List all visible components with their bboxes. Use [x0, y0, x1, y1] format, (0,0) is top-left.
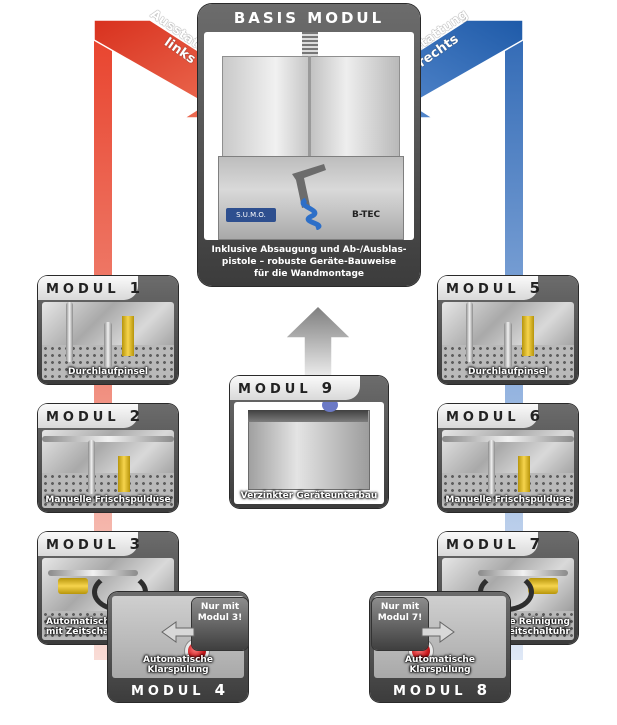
modul-2-caption: Manuelle Frischspüldüse	[45, 495, 171, 505]
nozzle	[118, 456, 130, 492]
modul-5-image: Durchlaufpinsel	[442, 302, 574, 380]
blue-knob	[322, 402, 338, 412]
modul-4-note-arrow	[161, 621, 195, 643]
brand-right-logo: B-TEC	[352, 210, 381, 220]
modul-8-caption: Automatische Klarspülung	[405, 655, 475, 675]
basis-modul-title: BASIS MODUL	[233, 9, 385, 27]
valve	[528, 578, 558, 594]
modul-6-caption: Manuelle Frischspüldüse	[445, 495, 571, 505]
exhaust-hose	[302, 32, 318, 58]
basis-modul-caption: Inklusive Absaugung und Ab-/Ausblas- pis…	[211, 245, 407, 279]
air-gun-icon	[292, 164, 326, 230]
modul-9-caption: Verzinkter Geräteunterbau	[240, 491, 378, 501]
brush-holder	[522, 316, 534, 356]
cabinet-divider	[308, 56, 311, 156]
basis-modul-image: S.U.M.O. B-TEC	[204, 32, 414, 240]
modul-9-image: Verzinkter Geräteunterbau	[234, 402, 384, 504]
modul-1-caption: Durchlaufpinsel	[67, 367, 149, 377]
brush-holder	[122, 316, 134, 356]
brand-left-logo: S.U.M.O.	[226, 208, 276, 222]
cabinet-lower	[218, 156, 404, 240]
modul-4-caption: Automatische Klarspülung	[143, 655, 213, 675]
modul-5-caption: Durchlaufpinsel	[467, 367, 549, 377]
modul-1-image: Durchlaufpinsel	[42, 302, 174, 380]
cabinet-upper	[222, 56, 400, 158]
modul-6-image: Manuelle Frischspüldüse	[442, 430, 574, 508]
modul-8-note-arrow	[421, 621, 455, 643]
up-arrow	[283, 304, 353, 379]
nozzle	[518, 456, 530, 492]
substructure	[248, 410, 370, 490]
valve	[58, 578, 88, 594]
basis-modul-card: BASIS MODUL S.U.M.O. B-TEC Inklusive Abs…	[198, 4, 420, 286]
modul-2-image: Manuelle Frischspüldüse	[42, 430, 174, 508]
